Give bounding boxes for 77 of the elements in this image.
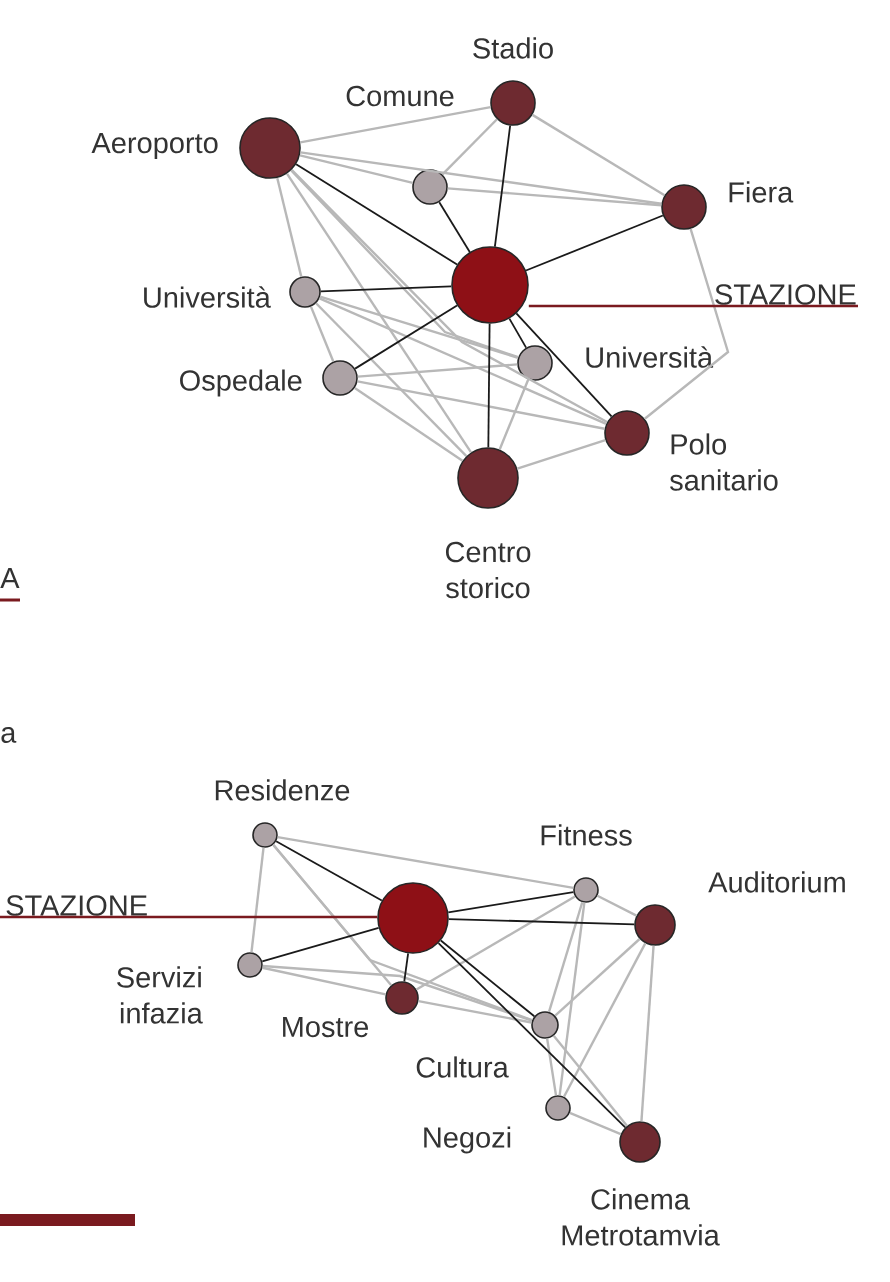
connector-line [525, 214, 664, 272]
connector-line [290, 169, 519, 359]
connector-line [262, 966, 386, 996]
connector-line [545, 1038, 558, 1096]
connector-line [640, 945, 655, 1122]
leader-line [528, 304, 858, 308]
connector-line [354, 386, 464, 462]
node-label: Cinema Metrotamvia [562, 1188, 720, 1246]
connector-line [493, 124, 512, 248]
node-label: Fitness [541, 824, 632, 846]
connector-line [552, 1034, 628, 1127]
connector-line [558, 902, 586, 1096]
connector-line [272, 844, 533, 1022]
node-label: Residenze [215, 779, 350, 801]
connector-line [357, 363, 518, 378]
connector-line [562, 942, 647, 1098]
connector-line [261, 927, 380, 963]
node-label: Cultura [416, 1056, 509, 1078]
connector-line [547, 901, 584, 1013]
connector-line [554, 938, 641, 1017]
node-label: Università [586, 346, 714, 368]
node-label: STAZIONE [715, 284, 856, 305]
connector-line [354, 304, 458, 370]
connector-line [299, 154, 413, 184]
text-label: A [0, 568, 20, 588]
connector-line [498, 379, 530, 450]
connector-line [437, 942, 627, 1129]
connector-line [275, 840, 383, 902]
node-label: Servizi infazia [117, 966, 203, 1024]
node-label: Fiera [729, 181, 794, 203]
node-label: Auditorium [708, 871, 845, 893]
connector-line [300, 151, 662, 205]
connector-line [515, 312, 613, 418]
node-label: STAZIONE [6, 895, 147, 916]
connector-line [439, 939, 536, 1018]
connector-line [295, 163, 458, 266]
connector-line [309, 306, 335, 362]
text-label: a [1, 727, 17, 743]
hub-circle [377, 882, 449, 954]
connector-line [531, 113, 666, 197]
connector-line [516, 438, 606, 470]
node-label: Comune [346, 85, 454, 107]
connector-line [319, 285, 453, 293]
connector-line [441, 118, 498, 176]
connector-line [447, 891, 575, 914]
connector-line [262, 964, 533, 1022]
connector-line [290, 169, 608, 424]
node-label: Negozi [424, 1126, 511, 1154]
node-label: Stadio [473, 37, 553, 59]
connector-line [315, 302, 468, 457]
connector-line [418, 999, 532, 1024]
node-label: Mostre [283, 1016, 368, 1038]
node-label: Ospedale [180, 369, 302, 397]
connector-line [277, 836, 574, 890]
leader-line [0, 915, 378, 919]
connector-line [276, 177, 303, 277]
node-label: Polo sanitario [670, 433, 778, 491]
connector-line [357, 380, 605, 430]
connector-line [250, 847, 265, 953]
connector-line [447, 918, 636, 926]
connector-line [285, 173, 473, 453]
connector-line [300, 105, 491, 144]
connector-line [447, 187, 662, 207]
connector-line [569, 1111, 622, 1136]
hub-circle [451, 246, 529, 324]
node-label: Aeroporto [91, 133, 218, 159]
connector-line [319, 297, 607, 425]
connector-line [487, 322, 491, 449]
connector-line [438, 201, 471, 253]
connector-line [415, 895, 576, 991]
connector-line [596, 894, 637, 917]
connector-line [508, 317, 527, 349]
node-label: Centro storico [445, 541, 531, 599]
connector-line [319, 295, 519, 359]
connector-line [644, 228, 730, 420]
connector-line [403, 952, 410, 983]
node-label: Università [144, 286, 271, 308]
